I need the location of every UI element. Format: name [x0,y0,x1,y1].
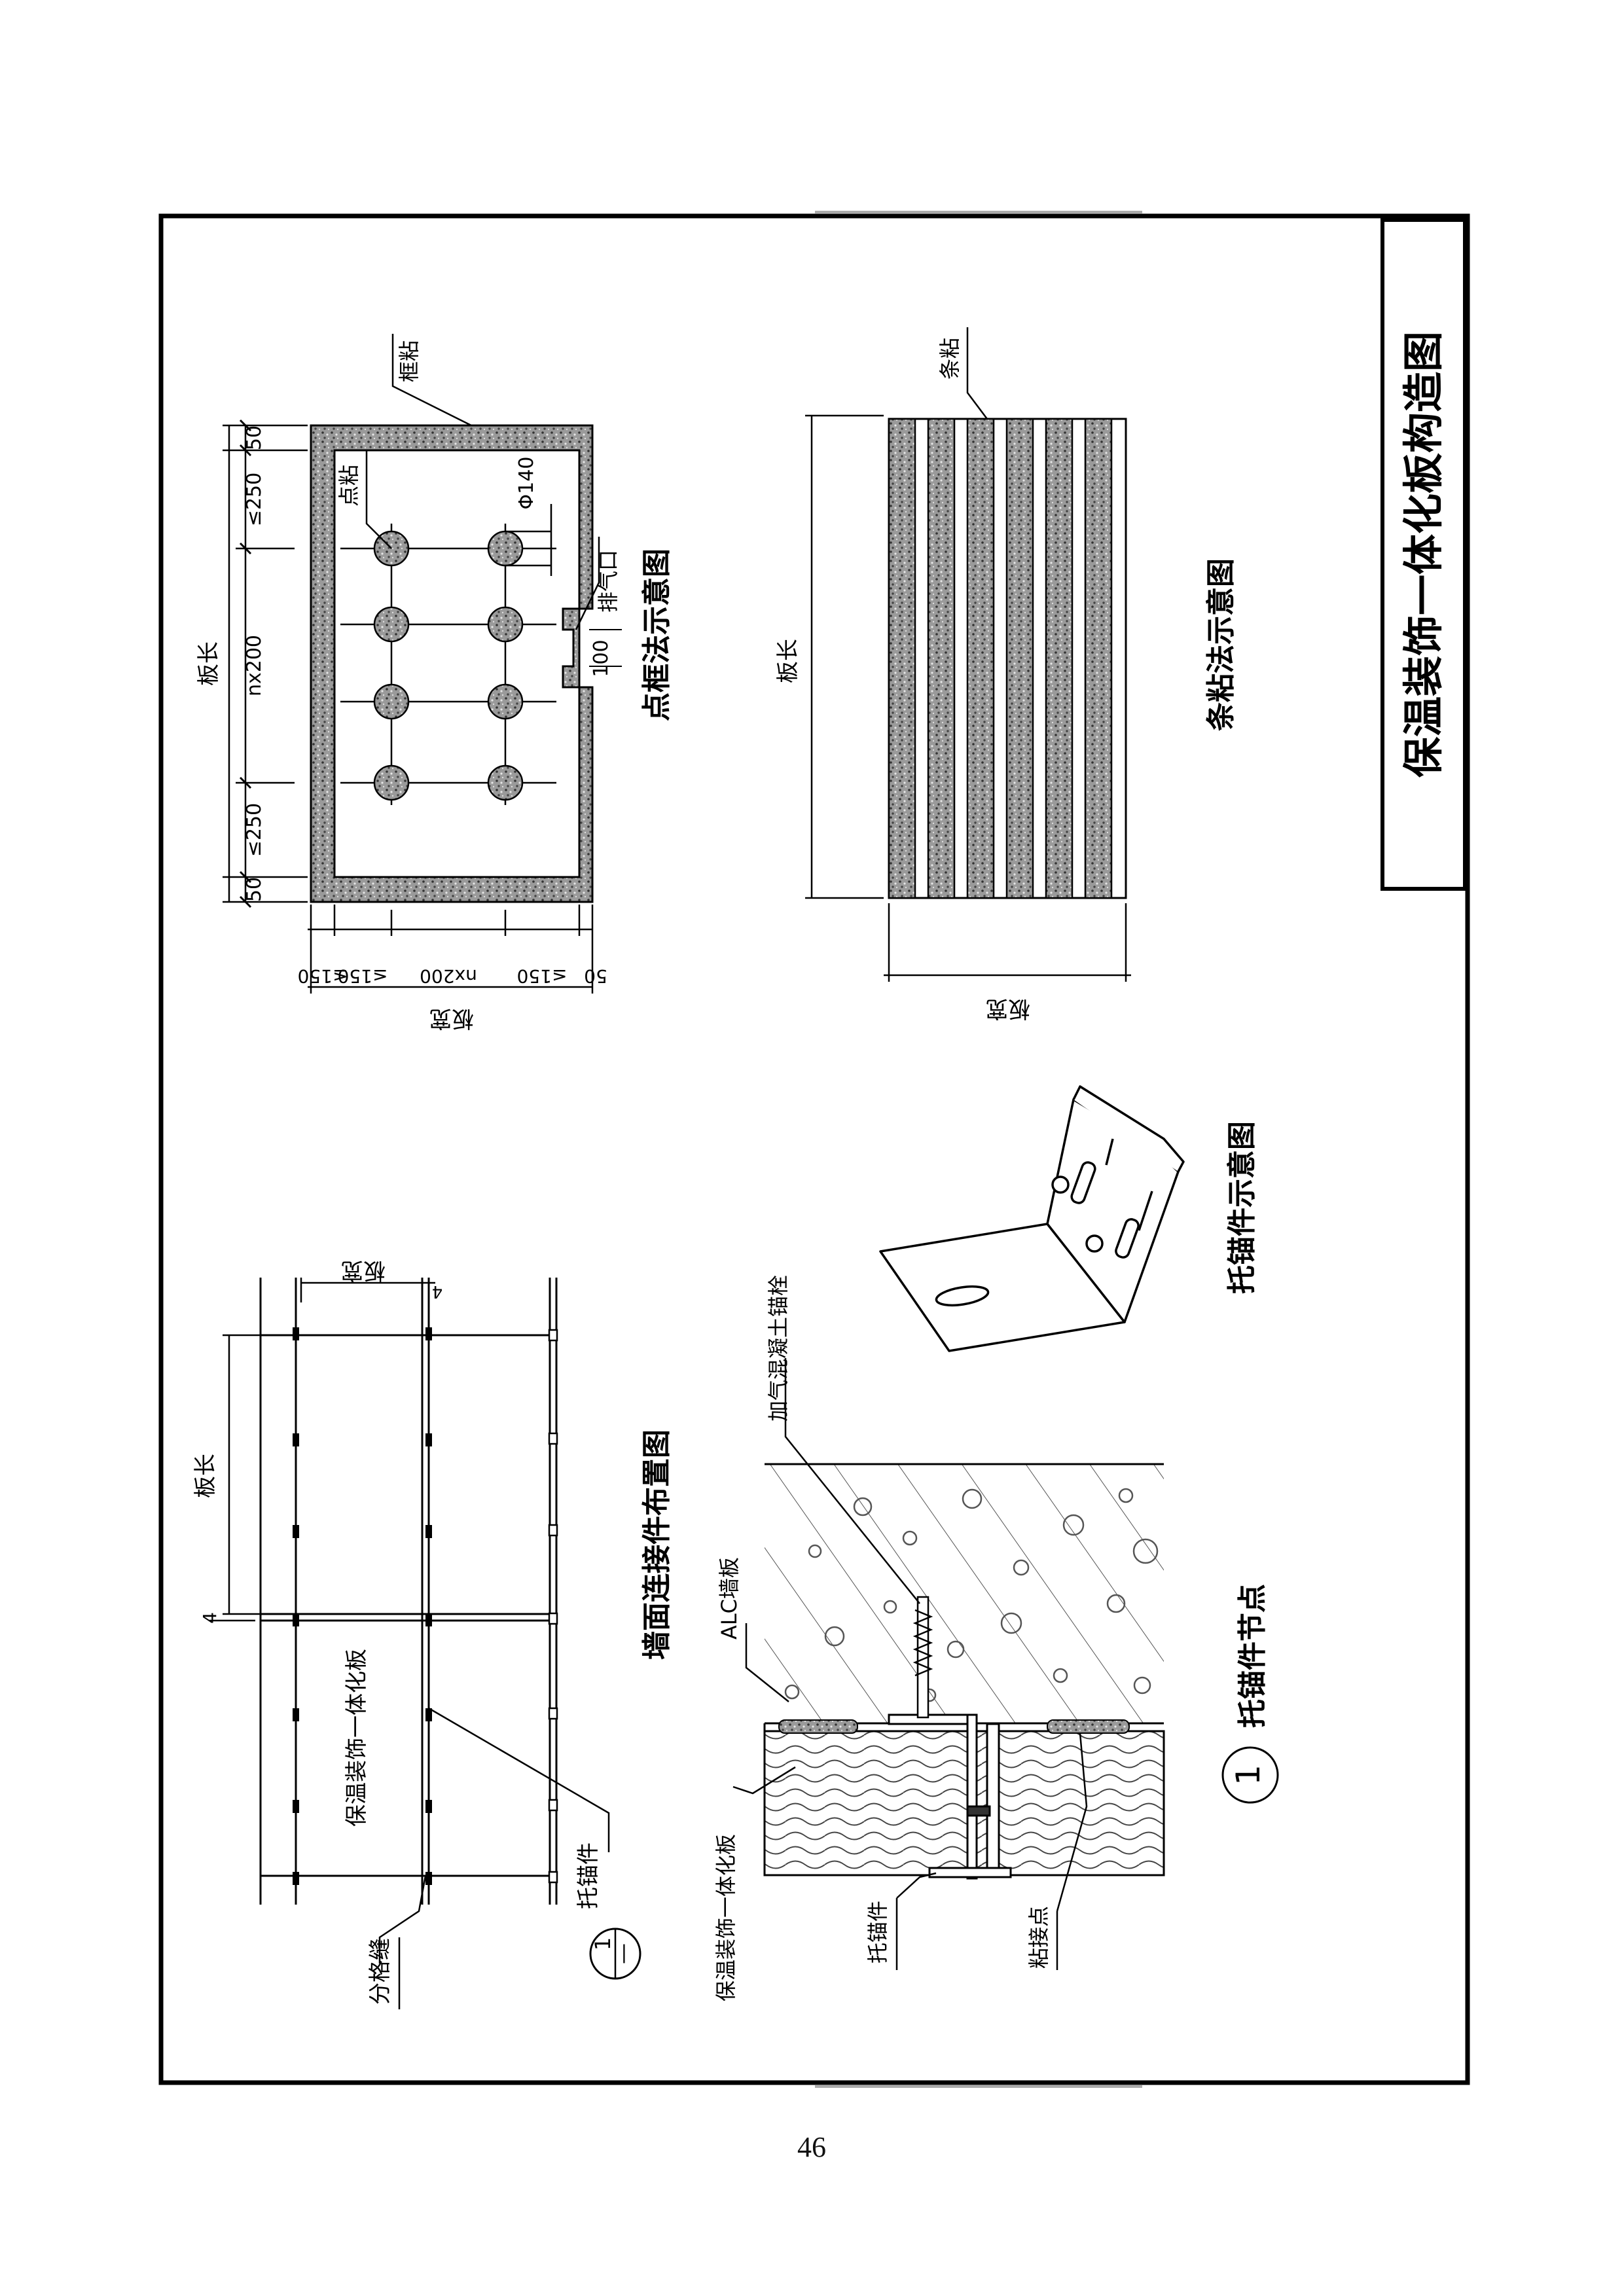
frame-dim-le250-top: ≤250 [243,473,266,526]
frame-dim-n200-bottom: nx200 [420,965,477,987]
sheet-border [158,213,1470,2085]
insulation-panel [763,1730,1165,1876]
strip-caption: 条粘法示意图 [1204,558,1238,731]
node-label-anchor: 托锚件 [865,1901,890,1964]
frame-dim-le150-a: ≤150 [298,965,348,987]
sheet-title: 保温装饰一体化板构造图 [1399,331,1447,778]
bond-points [778,1719,1130,1734]
layout-callout-number: 1 [590,1937,615,1950]
frame-label-phi140: Φ140 [515,457,538,510]
node-caption: 托锚件节点 [1236,1584,1269,1728]
layout-label-panel: 保温装饰一体化板 [344,1649,370,1827]
frame-dim-n200: nx200 [243,635,266,696]
node-label-panel: 保温装饰一体化板 [713,1834,738,2001]
frame-dim-50-bottom: 50 [243,877,266,902]
node-label-bolt: 加气混凝土锚栓 [766,1275,791,1422]
frame-caption: 点框法示意图 [640,548,674,721]
frame-dim-50-top: 50 [243,425,266,450]
frame-dim-le250-bottom: ≤250 [243,803,266,857]
layout-dim-4-left: 4 [199,1612,221,1624]
page-number: 46 [797,2131,826,2163]
strip-label-strip-bond: 条粘 [937,338,962,380]
layout-caption: 墙面连接件布置图 [640,1429,674,1660]
dot-bond-points [373,530,524,801]
frame-method-diagram: 板长 50 ≤250 nx200 ≤250 50 ≤150 ≤150 nx200… [196,334,674,1031]
strip-bond-lines [888,418,1113,899]
concrete-bolt [912,1596,933,1719]
bracket-diagram [879,1085,1185,1352]
anchor-node-diagram: 加气混凝土锚栓 ALC墙板 保温装饰一体化板 托锚件 粘接点 1 托锚件节点 [713,1275,1279,2001]
wall-layout-diagram: 板长 4 板宽 4 保温装饰一体化板 托锚件 分格缝 1 — 墙面连接件布置图 [192,1257,674,2009]
frame-label-frame-bond: 框粘 [397,340,422,382]
bracket-base-slot [935,1285,990,1307]
layout-callout-sheet: — [610,1943,635,1964]
node-label-alc: ALC墙板 [717,1557,742,1640]
frame-dim-50-right: 50 [584,965,607,987]
frame-label-vent: 排气口 [596,550,621,613]
layout-dim-4-top: 4 [432,1282,443,1301]
frame-dim-width: 板宽 [429,1005,474,1031]
frame-dim-100: 100 [590,639,613,677]
frame-dim-le150-c: ≤150 [517,965,568,987]
alc-wall-panel [765,1464,1164,1723]
frame-bond-strip [310,424,594,903]
layout-dim-length: 板长 [192,1454,219,1498]
frame-label-dot-bond: 点粘 [336,465,361,507]
bracket-caption: 托锚件示意图 [1225,1121,1259,1294]
anchor-bracket-section [888,1713,1012,1880]
title-block [1380,218,1467,891]
layout-label-joint: 分格缝 [367,1938,393,2005]
strip-method-diagram: 板长 板宽 条粘 条粘法示意图 [775,327,1238,1022]
strip-dim-width: 板宽 [986,996,1030,1022]
frame-dim-le150-b: ≤150 [338,965,388,987]
node-callout-number: 1 [1229,1765,1267,1785]
layout-dim-width: 板宽 [341,1257,386,1283]
node-label-bond: 粘接点 [1026,1906,1051,1969]
layout-label-anchor: 托锚件 [575,1842,602,1909]
node-detail-callout [1221,1746,1279,1804]
strip-dim-length: 板长 [775,639,801,683]
frame-dim-length: 板长 [196,641,222,686]
